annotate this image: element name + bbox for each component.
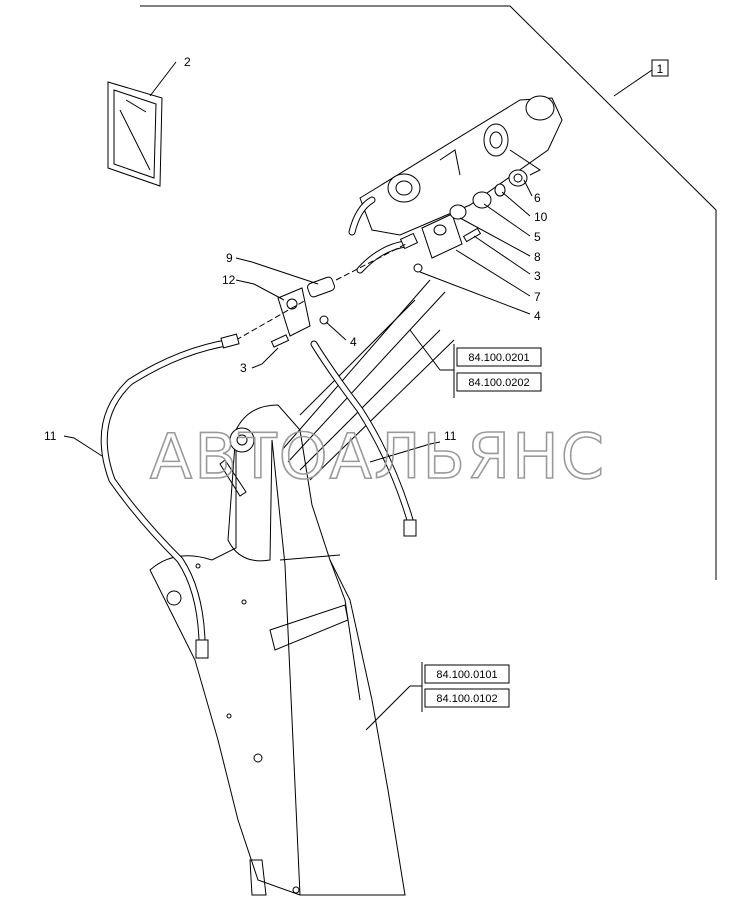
ref-code-box[interactable] bbox=[424, 688, 510, 708]
callout-3-left: 3 bbox=[240, 361, 247, 375]
boom-body bbox=[149, 404, 406, 896]
top-hoses bbox=[348, 196, 419, 274]
hose-right bbox=[310, 340, 417, 537]
fitting-group-right bbox=[413, 169, 528, 273]
callout-12: 12 bbox=[222, 273, 236, 287]
ref-code-box[interactable] bbox=[456, 347, 542, 367]
ref-code-84-100-0101[interactable]: 84.100.0101 bbox=[436, 669, 497, 681]
ref-code-box[interactable] bbox=[424, 664, 510, 684]
reference-group-top: 84.100.0201 84.100.0202 bbox=[409, 329, 542, 398]
ref-code-84-100-0102[interactable]: 84.100.0102 bbox=[436, 693, 497, 705]
callout-10: 10 bbox=[534, 210, 548, 224]
callouts: 2 6 10 5 8 3 7 4 9 12 4 3 11 11 bbox=[44, 55, 548, 463]
ref-code-84-100-0201[interactable]: 84.100.0201 bbox=[468, 352, 529, 364]
callout-9: 9 bbox=[226, 251, 233, 265]
cylinder-assembly bbox=[359, 95, 563, 236]
ref-code-box[interactable] bbox=[456, 372, 542, 392]
callout-6: 6 bbox=[534, 191, 541, 205]
callout-2: 2 bbox=[184, 55, 191, 69]
hose-left bbox=[100, 333, 240, 659]
boom-arm-frame bbox=[281, 279, 455, 481]
ref-code-84-100-0202[interactable]: 84.100.0202 bbox=[468, 377, 529, 389]
callout-11-left: 11 bbox=[44, 429, 57, 443]
decal-sticker bbox=[107, 81, 163, 187]
callout-4-top: 4 bbox=[534, 309, 541, 323]
callout-8: 8 bbox=[534, 250, 541, 264]
callout-11-right: 11 bbox=[444, 429, 457, 443]
callout-4-left: 4 bbox=[350, 335, 357, 349]
callout-7: 7 bbox=[534, 290, 541, 304]
fitting-group-left bbox=[235, 243, 407, 348]
assembly-label: 1 bbox=[657, 62, 664, 76]
callout-5: 5 bbox=[534, 230, 541, 244]
reference-group-bottom: 84.100.0101 84.100.0102 bbox=[365, 662, 510, 731]
callout-3-top: 3 bbox=[534, 269, 541, 283]
watermark: АВТОАЛЬЯНС bbox=[150, 420, 606, 493]
assembly-bracket: 1 bbox=[140, 5, 717, 580]
